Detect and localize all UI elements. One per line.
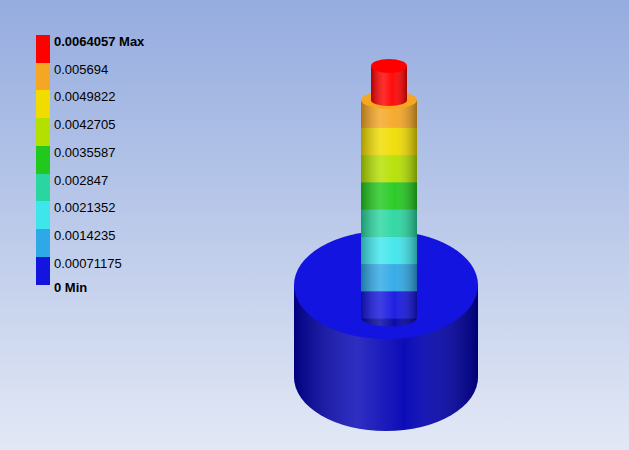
legend-swatch <box>36 118 50 146</box>
legend-value: 0.005694 <box>54 62 108 78</box>
legend-swatch <box>36 257 50 285</box>
legend-swatch <box>36 90 50 118</box>
legend-min-value: 0 Min <box>54 280 87 296</box>
legend-value: 0.002847 <box>54 173 108 189</box>
legend-swatch <box>36 63 50 91</box>
pin-on-disk-model <box>294 59 478 431</box>
legend-value: 0.00071175 <box>54 256 122 272</box>
pin-base-edge <box>361 318 417 327</box>
legend-swatch <box>36 201 50 229</box>
legend-value: 0.0021352 <box>54 200 115 216</box>
legend-swatch <box>36 35 50 63</box>
pin-shading <box>361 100 417 327</box>
legend-swatch <box>36 174 50 202</box>
legend-value: 0.0035587 <box>54 145 115 161</box>
legend-value: 0.0049822 <box>54 89 115 105</box>
cap-top <box>371 59 407 73</box>
legend-value: 0.0064057 Max <box>54 34 144 50</box>
legend-swatch <box>36 229 50 257</box>
legend-swatch <box>36 146 50 174</box>
legend-value: 0.0014235 <box>54 228 115 244</box>
legend-value: 0.0042705 <box>54 117 115 133</box>
